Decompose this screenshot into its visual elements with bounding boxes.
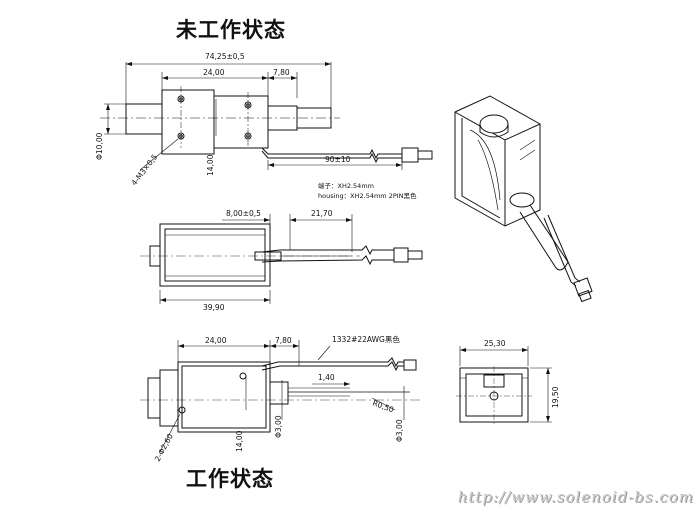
- dim-plunger-length: 7,80: [273, 68, 290, 77]
- top-view: 74,25±0,5 24,00 7,80: [95, 52, 432, 200]
- working-view: 24,00 7,80 1332#22AWG黑色 1,40: [140, 334, 420, 463]
- watermark-url: http://www.solenoid-bs.com: [457, 488, 694, 506]
- dim-radius: R0,50: [371, 398, 395, 414]
- dim-wire-spec: 1332#22AWG黑色: [332, 334, 400, 344]
- dim-working-holes: 2-Φ2,60: [153, 432, 175, 463]
- dim-lead-length: 90±10: [325, 155, 351, 164]
- dim-working-plunger: 7,80: [275, 336, 292, 345]
- dim-working-height: 14,00: [235, 430, 244, 452]
- dim-shaft-diameter-2: Φ3,00: [395, 419, 404, 442]
- title-inactive-state: 未工作状态: [176, 17, 286, 42]
- dim-total-length: 74,25±0,5: [205, 52, 245, 61]
- dim-gap: 1,40: [318, 373, 335, 382]
- dim-stroke: 8,00±0,5: [226, 209, 261, 218]
- dim-hole-spacing: 14,00: [206, 154, 215, 176]
- dim-body-length: 24,00: [203, 68, 225, 77]
- title-active-state: 工作状态: [186, 466, 274, 491]
- end-view: 25,30 19,50: [456, 339, 560, 426]
- note-terminal: 端子：XH2.54mm: [318, 181, 374, 190]
- dim-shaft-diameter: Φ3,00: [274, 415, 283, 438]
- side-view: 8,00±0,5 21,70 39,90: [140, 209, 422, 312]
- note-housing: housing：XH2.54mm 2PIN黑色: [318, 191, 417, 200]
- dim-working-body: 24,00: [205, 336, 227, 345]
- dim-mount-holes: 4-M3×0,5: [129, 152, 159, 187]
- dim-end-width: 25,30: [484, 339, 506, 348]
- dim-diameter: Φ10,00: [95, 132, 104, 160]
- isometric-view: [455, 96, 592, 301]
- dim-extension: 21,70: [311, 209, 333, 218]
- dim-end-height: 19,50: [551, 386, 560, 408]
- dim-body-width: 39,90: [203, 303, 225, 312]
